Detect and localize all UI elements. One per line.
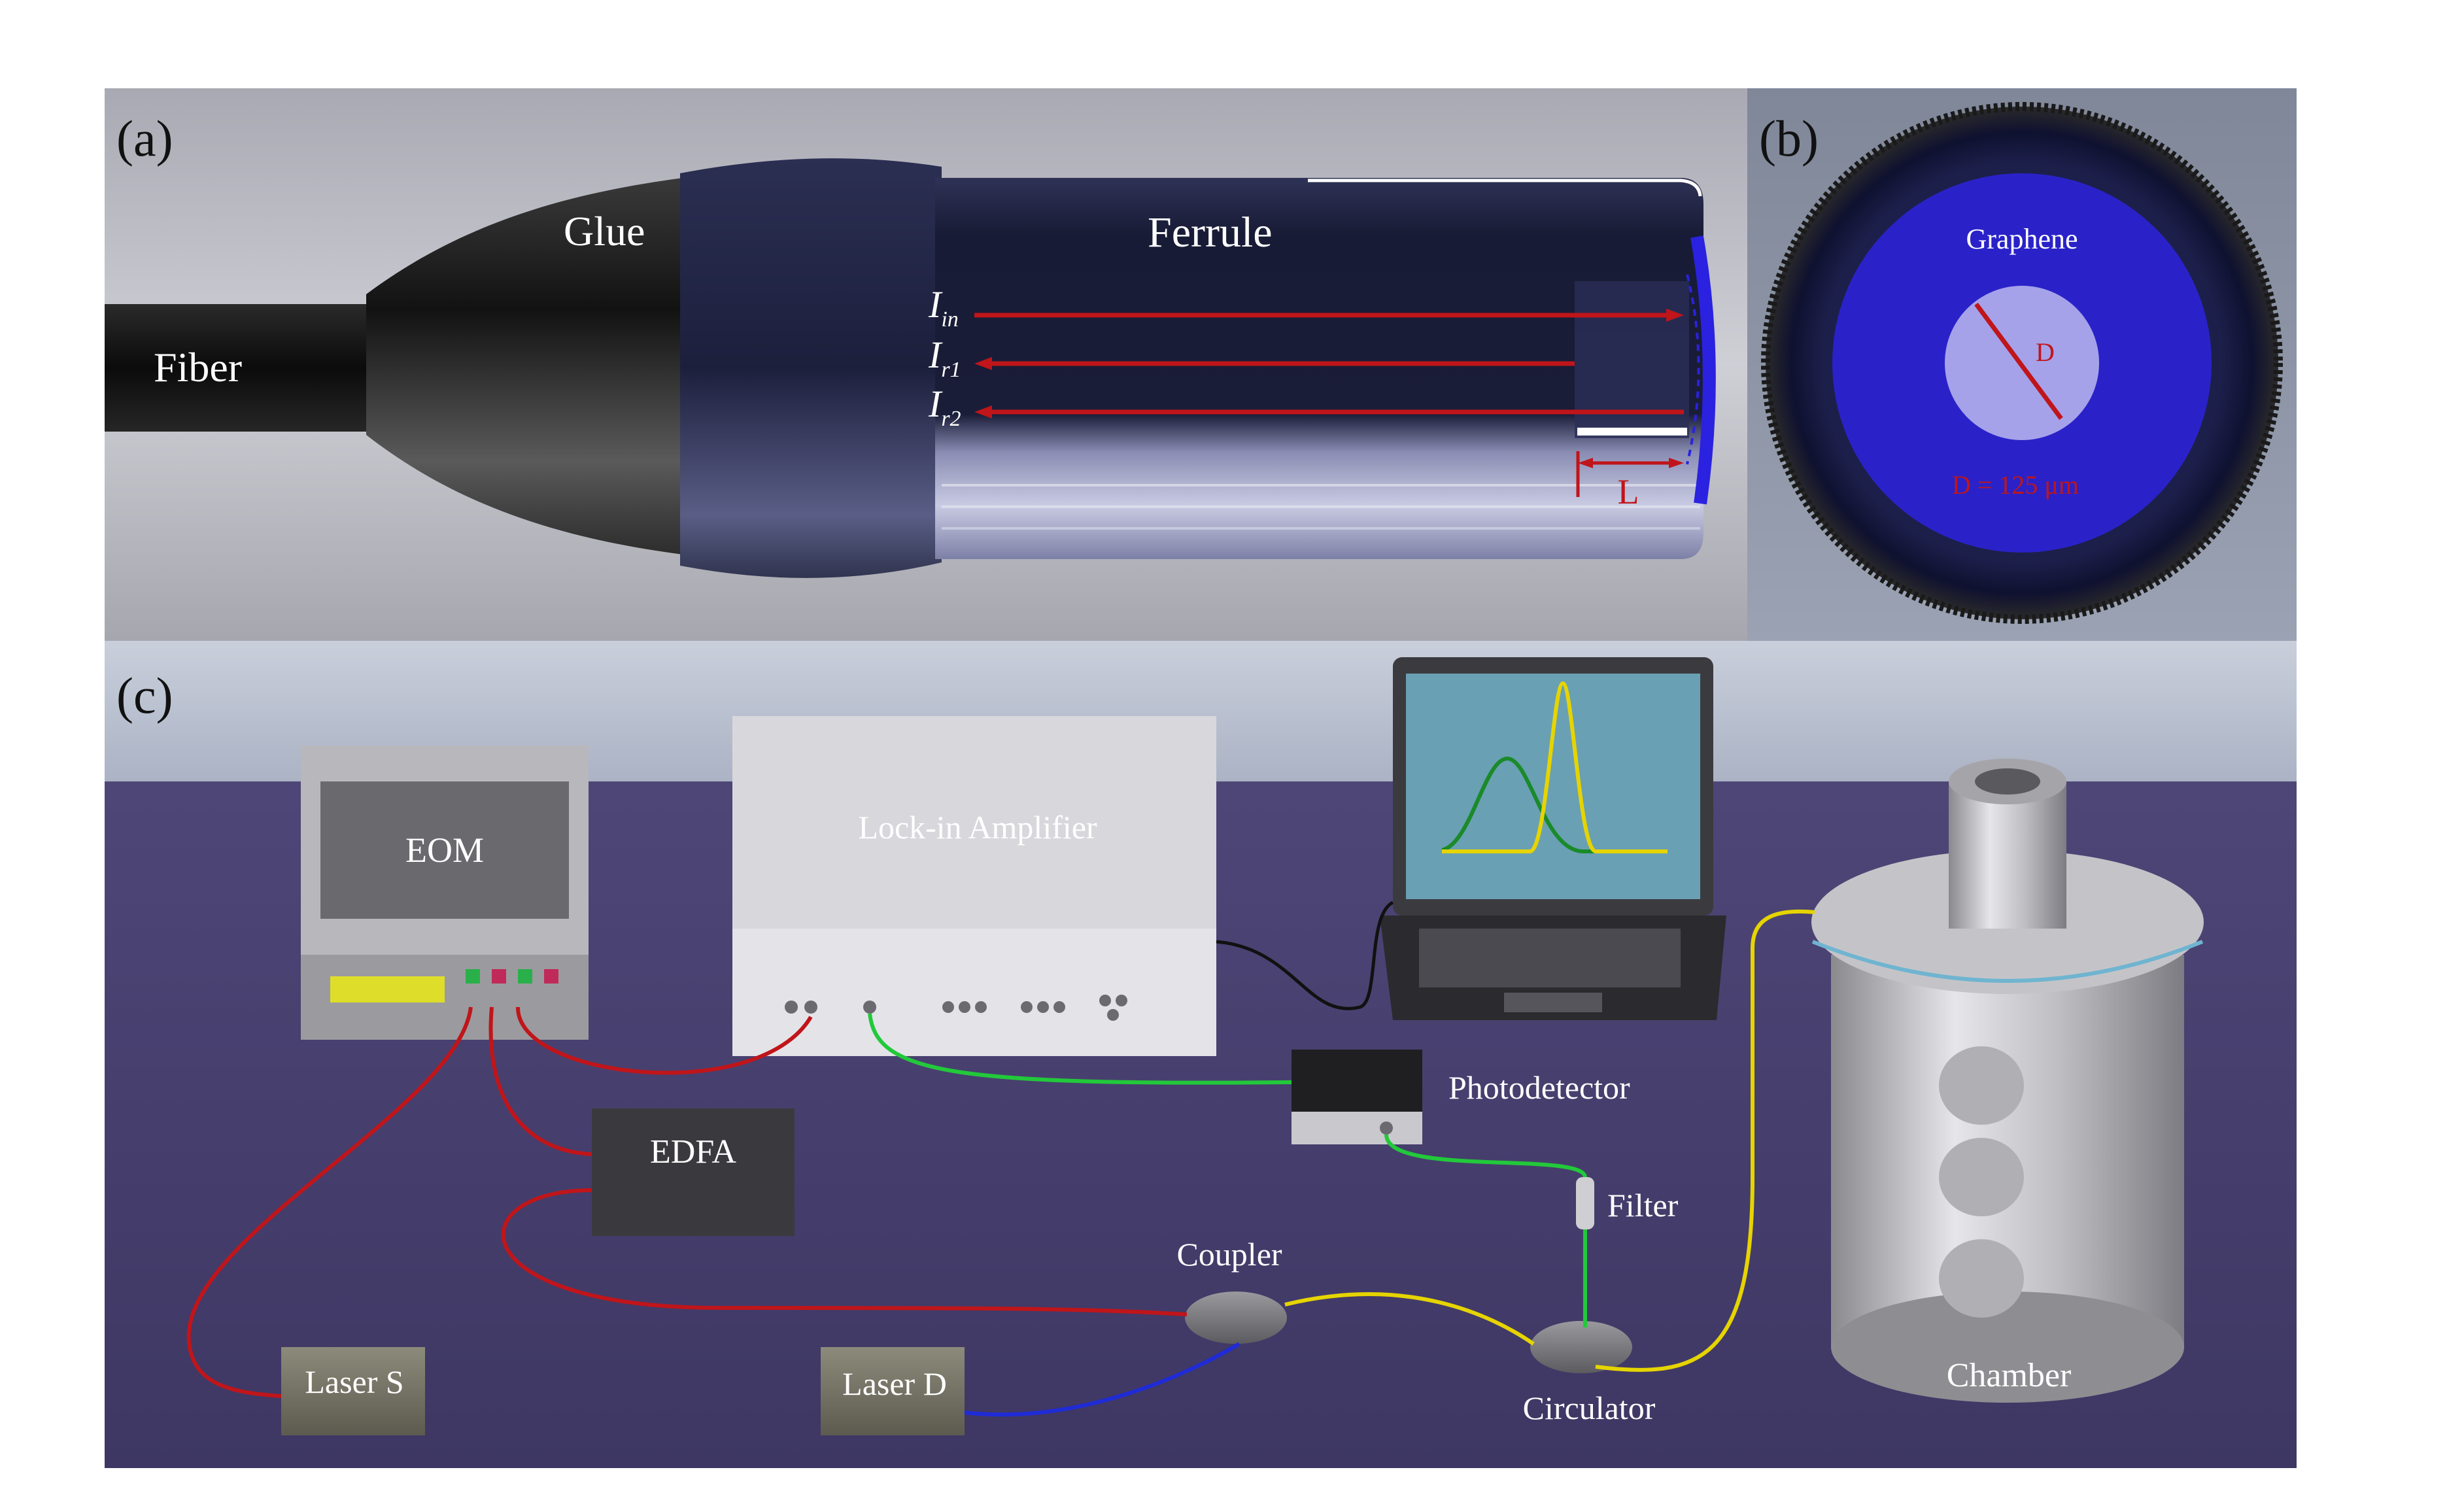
photodetector-front xyxy=(1292,1112,1422,1144)
chamber-window xyxy=(1939,1138,2024,1216)
lockin-label: Lock-in Amplifier xyxy=(858,809,1097,846)
laser-d: Laser D xyxy=(821,1347,965,1435)
laser-s-label: Laser S xyxy=(305,1363,403,1400)
edfa-body xyxy=(592,1108,795,1236)
fiber-laser-d-to-coupler xyxy=(964,1342,1241,1417)
photodetector-label: Photodetector xyxy=(1448,1069,1630,1106)
cable-lockin-to-laptop xyxy=(1216,900,1394,1010)
length-arrowhead-left xyxy=(1578,458,1593,468)
fiber-circulator-to-chamber xyxy=(1595,909,1815,1372)
beam-reflected-2-arrowhead xyxy=(974,405,992,419)
glue-label: Glue xyxy=(564,208,645,254)
laptop xyxy=(1380,657,1726,1020)
eom-panel xyxy=(320,781,569,919)
fiber-label: Fiber xyxy=(154,344,242,390)
chamber-window xyxy=(1939,1046,2024,1125)
chamber-label: Chamber xyxy=(1947,1357,2072,1394)
eom-button xyxy=(466,969,480,984)
panel-b: (b) Graphene D D = 125 μm xyxy=(1747,88,2297,641)
lockin-front xyxy=(732,929,1216,1056)
filter-label: Filter xyxy=(1607,1187,1679,1224)
filter-body xyxy=(1576,1177,1594,1229)
circulator-disc xyxy=(1530,1321,1632,1373)
panel-a-tag: (a) xyxy=(116,110,173,167)
edfa-label: EDFA xyxy=(650,1133,736,1171)
coupler-label: Coupler xyxy=(1176,1236,1282,1273)
ferrule-label: Ferrule xyxy=(1148,209,1273,256)
glue-cone xyxy=(366,177,693,556)
circulator: Circulator xyxy=(1523,1321,1656,1426)
fabry-perot-cavity xyxy=(1575,281,1689,438)
ferrule-body xyxy=(935,178,1703,559)
fiber-photodetector-to-filter xyxy=(1384,1134,1587,1178)
panel-c: (c) EOM Lock-in Amplifier xyxy=(105,641,2297,1468)
eom-button xyxy=(544,969,558,984)
diameter-symbol: D xyxy=(2036,337,2055,367)
eom-unit: EOM xyxy=(301,745,589,1040)
panel-b-tag: (b) xyxy=(1759,110,1819,167)
fiber-body xyxy=(105,304,392,432)
laser-d-body xyxy=(821,1347,965,1435)
filter: Filter xyxy=(1576,1177,1679,1229)
laser-s: Laser S xyxy=(281,1347,425,1435)
chamber-port-hole xyxy=(1975,768,2040,795)
photodetector: Photodetector xyxy=(1292,1050,1630,1144)
fiber-eom-to-lockin xyxy=(515,1006,813,1075)
panel-c-tag: (c) xyxy=(116,667,173,724)
length-arrowhead-right xyxy=(1669,458,1684,468)
laser-s-body xyxy=(281,1347,425,1435)
deflected-diaphragm xyxy=(1686,274,1700,465)
length-label: L xyxy=(1618,472,1639,511)
chamber-seal xyxy=(1811,940,2204,983)
screen-curve-yellow xyxy=(1442,681,1668,853)
ferrule-collar xyxy=(680,158,942,578)
diameter-value: D = 125 μm xyxy=(1952,470,2079,500)
beam-incident-arrowhead xyxy=(1666,309,1684,322)
coupler-disc xyxy=(1185,1292,1287,1344)
lockin-connectors xyxy=(785,995,1127,1021)
cavity-edge-highlight xyxy=(1577,428,1687,436)
laptop-touchpad xyxy=(1504,993,1602,1012)
beam-label-in: Iin xyxy=(928,283,959,332)
ferrule-highlight xyxy=(1308,179,1702,197)
screen-curve-green xyxy=(1441,756,1668,853)
laptop-screen xyxy=(1406,674,1700,899)
chamber-port-top xyxy=(1949,781,2066,929)
photodetector-port xyxy=(1380,1121,1393,1135)
eom-button xyxy=(492,969,506,984)
panel-a: (a) Fiber Glue Ferrule Iin Ir1 Ir2 xyxy=(105,88,1747,641)
eom-display xyxy=(330,976,445,1002)
edfa: EDFA xyxy=(592,1108,795,1236)
coupler: Coupler xyxy=(1176,1236,1287,1344)
lockin-amplifier: Lock-in Amplifier xyxy=(732,716,1216,1056)
laptop-keyboard xyxy=(1419,929,1681,987)
beam-label-r1: Ir1 xyxy=(928,334,961,382)
eom-button xyxy=(518,969,532,984)
fiber-edfa-to-coupler xyxy=(501,1188,1188,1316)
optical-fibers xyxy=(186,900,1815,1417)
circulator-label: Circulator xyxy=(1523,1390,1656,1426)
beam-label-r2: Ir2 xyxy=(928,383,961,431)
eom-label: EOM xyxy=(405,830,484,870)
fiber-laser-s-to-eom xyxy=(186,1006,473,1398)
graphene-diaphragm xyxy=(1690,235,1716,505)
diameter-line xyxy=(1974,302,2063,420)
chamber-window xyxy=(1939,1239,2024,1318)
vacuum-chamber: Chamber xyxy=(1811,759,2204,1403)
laser-d-label: Laser D xyxy=(842,1365,947,1402)
fiber-coupler-to-circulator xyxy=(1284,1292,1535,1346)
graphene-label: Graphene xyxy=(1966,223,2078,255)
fiber-eom-to-edfa xyxy=(488,1006,592,1156)
beam-reflected-1-arrowhead xyxy=(974,357,992,370)
chamber-base xyxy=(1831,1292,2184,1403)
fiber-lockin-to-photodetector xyxy=(868,1013,1292,1085)
